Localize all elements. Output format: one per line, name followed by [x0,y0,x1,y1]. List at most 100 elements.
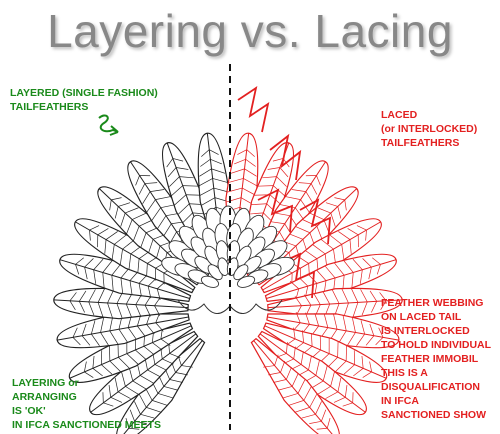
feather-barb [322,291,331,305]
feather-barb [118,202,131,207]
feather-barb [118,329,128,343]
webbing-note-line: FEATHER IMMOBIL [381,353,479,365]
feather-barb [362,258,372,268]
feather-barb [353,368,364,377]
feather-barb [369,323,375,336]
webbing-note-line: TO HOLD INDIVIDUAL [381,339,492,351]
feather-barb [83,361,87,373]
feather-shaft [59,259,190,300]
feather-barb [343,364,355,375]
arrowhead [109,125,119,136]
feather-barb [302,330,304,343]
feather-barb [342,259,354,273]
layered-label-line: LAYERED (SINGLE FASHION) [10,87,158,99]
ok-note-line: IN IFCA SANCTIONED MEETS [12,419,161,431]
feather-barb [111,275,114,292]
laced-label: LACED (or INTERLOCKED) TAILFEATHERS [381,108,477,150]
feather-shaft [53,299,189,309]
feather-barb [132,212,147,220]
webbing-note-line: IN IFCA [381,395,419,407]
feather-barb [295,311,301,323]
feather-barb [314,313,319,327]
feather-barb [334,360,347,373]
feather-barb [350,287,359,303]
feather-barb [294,407,310,413]
feather-barb [102,272,105,289]
feather-barb [323,313,329,328]
feather-barb [109,360,122,373]
feather-barb [138,183,146,195]
feather-barb [103,402,114,407]
webbing-note-line: SANCTIONED SHOW [381,409,486,421]
feather-barb [111,244,115,261]
feather-barb [146,407,162,413]
feather-barb [111,197,122,201]
feather-barb [129,409,135,422]
feather-barb [309,392,318,408]
feather-shaft [264,325,387,379]
feather-barb [135,175,140,186]
feather-shaft [262,221,381,291]
feather-barb [128,427,140,430]
feather-barb [342,314,347,331]
feather-barb [375,337,384,346]
tail-coverts [161,205,295,314]
feather-barb [291,373,299,387]
layered-label-line: TAILFEATHERS [10,101,89,113]
feather-barb [303,385,312,401]
feather-barb [138,283,142,297]
feather-barb [298,182,312,184]
feather-barb [127,327,137,340]
feather-barb [134,401,141,415]
feather-barb [351,272,354,289]
feather-barb [140,232,147,248]
feather-barb [210,158,222,165]
feather-barb [365,335,375,346]
feather-barb [173,194,187,206]
feather-barb [303,294,312,306]
feather-barb [341,288,349,304]
feather-barb [84,371,94,378]
feather-barb [351,316,356,333]
webbing-note: FEATHER WEBBING ON LACED TAIL IS INTERLO… [381,296,491,422]
feather-barb [152,400,168,406]
feather-barb [338,231,351,240]
feather-barb [84,258,94,268]
feather-shaft [69,325,192,379]
feather-barb [293,327,296,339]
covert-feather [200,275,220,288]
feather-barb [310,333,313,347]
feather-barb [286,342,288,354]
feather-barb [154,305,161,316]
feather-barb [156,288,161,300]
feather-barb [322,365,328,381]
feather-barb [305,250,318,259]
feather-barb [109,199,112,211]
ok-note-line: LAYERING or [12,377,79,389]
feather-shaft [75,221,194,291]
feather-barb [360,289,368,303]
feather-barb [91,333,100,346]
feather-shaft [259,333,366,413]
feather-barb [288,400,304,406]
feather-barb [132,380,147,390]
feather-barb [276,176,287,187]
interlock-zigzag [281,252,316,299]
feather-barb [326,417,331,429]
feather-barb [274,212,291,217]
feather-barb [317,207,331,214]
laced-label-line: LACED [381,109,418,121]
feather-barb [267,167,280,170]
feather-barb [201,197,216,206]
feather-barb [110,397,123,403]
feather-barb [368,266,372,280]
feather-barb [346,332,356,347]
feather-barb [163,223,172,237]
feather-barb [209,149,219,155]
feather-barb [268,372,281,376]
feather-barb [146,324,155,335]
feather-barb [295,226,311,234]
feather-barb [144,305,151,317]
feather-shaft [266,259,397,300]
